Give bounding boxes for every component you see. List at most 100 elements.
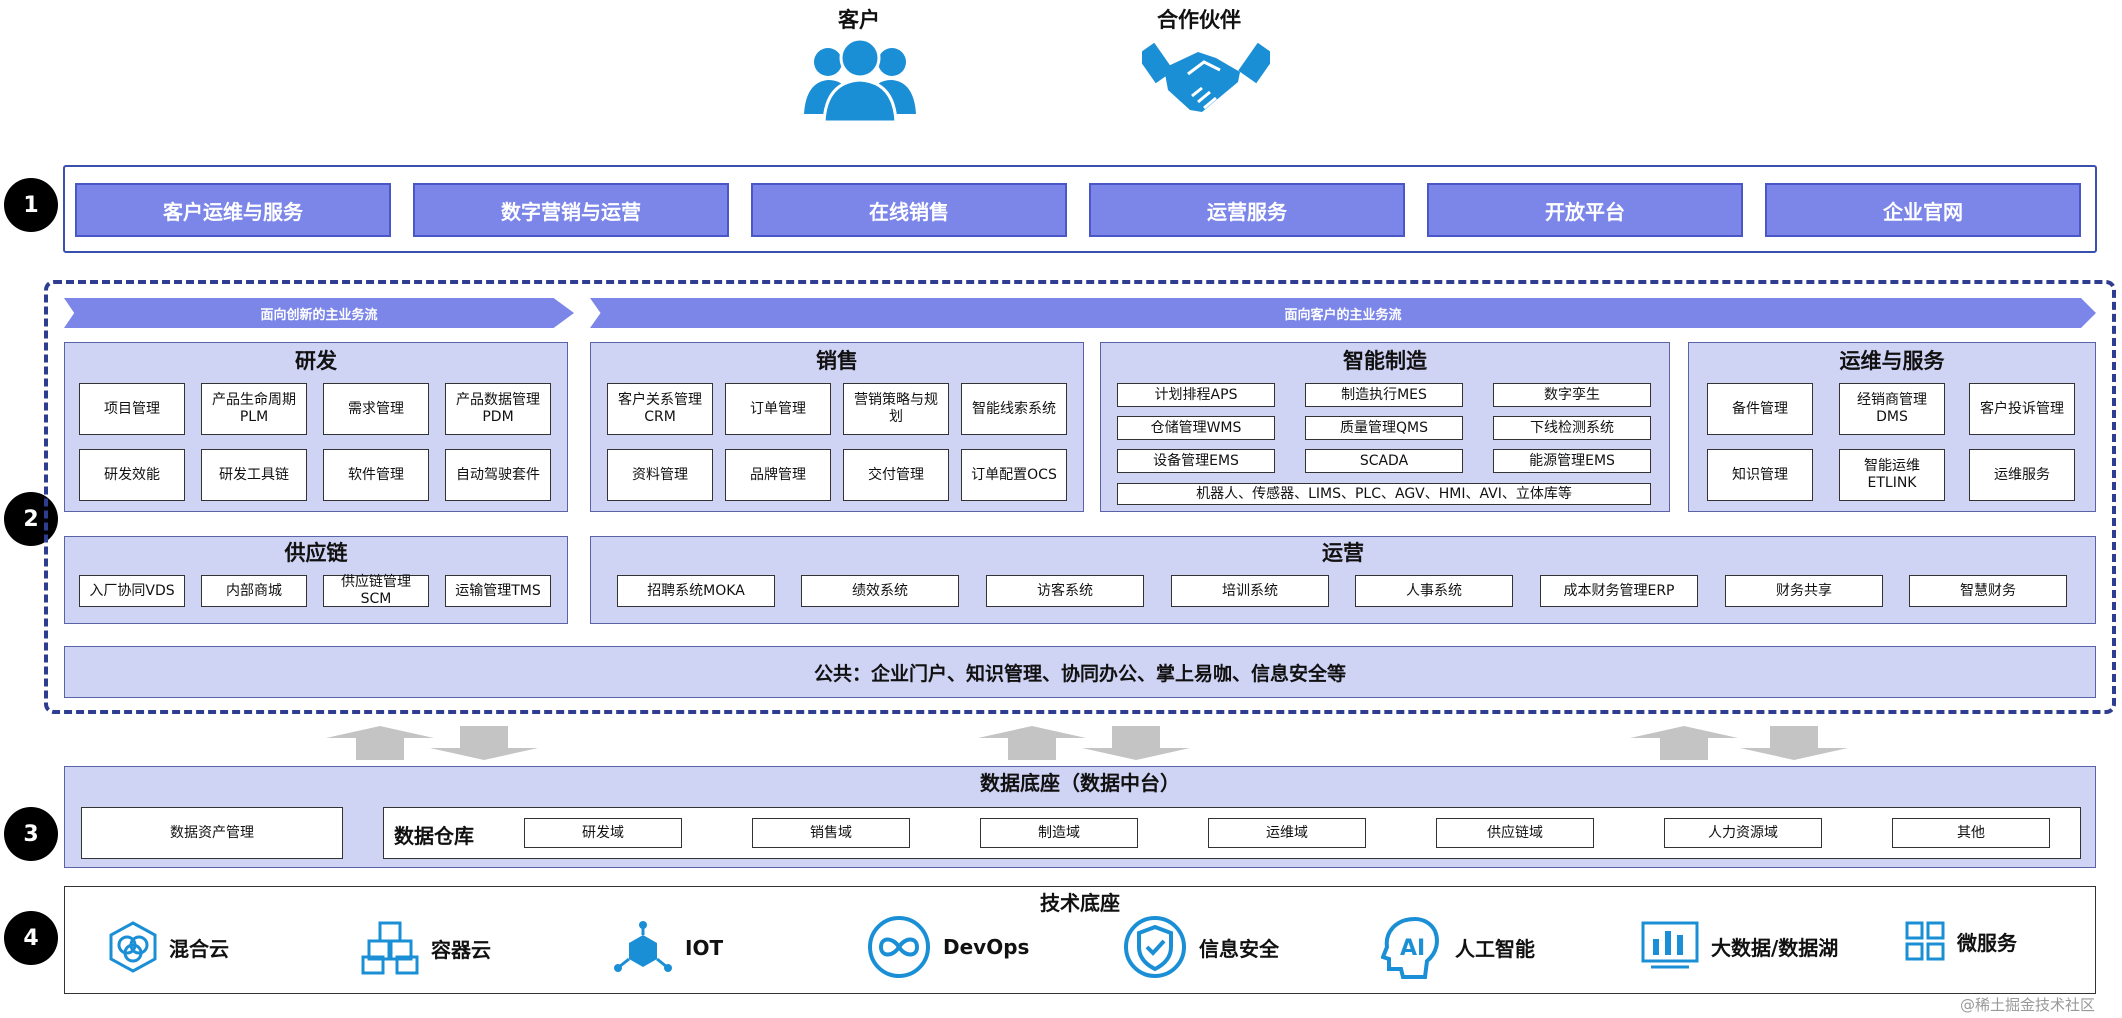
channel-ops-service[interactable]: 客户运维与服务 [75, 183, 391, 237]
down-arrow-icon [1740, 726, 1848, 764]
sales-item[interactable]: 品牌管理 [725, 449, 831, 501]
operations-panel: 运营 招聘系统MOKA 绩效系统 访客系统 培训系统 人事系统 成本财务管理ER… [590, 536, 2096, 624]
tech-label: 人工智能 [1455, 936, 1535, 961]
tech-container-cloud[interactable]: 容器云 [361, 921, 491, 975]
channel-online-sales[interactable]: 在线销售 [751, 183, 1067, 237]
devops-infinity-icon [868, 916, 930, 978]
rd-item[interactable]: 自动驾驶套件 [445, 449, 551, 501]
ai-head-icon: AI [1381, 916, 1439, 979]
rd-item[interactable]: 项目管理 [79, 383, 185, 435]
data-domain-item[interactable]: 运维域 [1208, 818, 1366, 848]
mfg-item[interactable]: 下线检测系统 [1493, 416, 1651, 440]
operations-item[interactable]: 智慧财务 [1909, 575, 2067, 607]
mfg-item[interactable]: 设备管理EMS [1117, 449, 1275, 473]
mfg-item[interactable]: 制造执行MES [1305, 383, 1463, 407]
supply-item[interactable]: 内部商城 [201, 575, 307, 607]
data-domain-item[interactable]: 人力资源域 [1664, 818, 1822, 848]
operations-item[interactable]: 成本财务管理ERP [1540, 575, 1698, 607]
data-warehouse-label: 数据仓库 [394, 824, 474, 848]
sales-item[interactable]: 资料管理 [607, 449, 713, 501]
data-domain-item[interactable]: 研发域 [524, 818, 682, 848]
tech-microservice[interactable]: 微服务 [1905, 921, 2017, 961]
down-arrow-icon [1082, 726, 1190, 764]
innovation-flow-bar: 面向创新的主业务流 [64, 298, 574, 328]
mfg-item[interactable]: 计划排程APS [1117, 383, 1275, 407]
channel-open-platform[interactable]: 开放平台 [1427, 183, 1743, 237]
cloud-icon [109, 921, 157, 973]
rd-title: 研发 [295, 349, 337, 373]
iot-cube-icon [614, 921, 672, 972]
operations-item[interactable]: 绩效系统 [801, 575, 959, 607]
svg-text:AI: AI [1400, 936, 1425, 961]
rd-item[interactable]: 产品数据管理 PDM [445, 383, 551, 435]
mfg-equipment-item[interactable]: 机器人、传感器、LIMS、PLC、AGV、HMI、AVI、立体库等 [1117, 483, 1651, 505]
mfg-item[interactable]: 数字孪生 [1493, 383, 1651, 407]
business-zone [44, 280, 2116, 714]
operations-item[interactable]: 财务共享 [1725, 575, 1883, 607]
supply-panel: 供应链 入厂协同VDS 内部商城 供应链管理 SCM 运输管理TMS [64, 536, 568, 624]
mfg-item[interactable]: 能源管理EMS [1493, 449, 1651, 473]
tech-devops[interactable]: DevOps [867, 915, 1029, 979]
tech-ai[interactable]: AI 人工智能 [1381, 915, 1535, 979]
rd-item[interactable]: 需求管理 [323, 383, 429, 435]
operations-title: 运营 [1322, 541, 1364, 565]
rd-item[interactable]: 产品生命周期 PLM [201, 383, 307, 435]
ops-service-item[interactable]: 备件管理 [1707, 383, 1813, 435]
ops-service-panel: 运维与服务 备件管理 经销商管理 DMS 客户投诉管理 知识管理 智能运维 ET… [1688, 342, 2096, 512]
ops-service-item[interactable]: 运维服务 [1969, 449, 2075, 501]
customer-flow-bar: 面向客户的主业务流 [590, 298, 2096, 328]
ops-service-item[interactable]: 智能运维 ETLINK [1839, 449, 1945, 501]
supply-item[interactable]: 供应链管理 SCM [323, 574, 429, 607]
data-domain-item[interactable]: 其他 [1892, 818, 2050, 848]
rd-item[interactable]: 研发效能 [79, 449, 185, 501]
channel-official-site[interactable]: 企业官网 [1765, 183, 2081, 237]
sales-item[interactable]: 客户关系管理 CRM [607, 383, 713, 435]
customer-icon [800, 34, 920, 128]
partner-label: 合作伙伴 [1157, 8, 1241, 32]
handshake-icon [1136, 38, 1276, 126]
tech-bigdata[interactable]: 大数据/数据湖 [1641, 921, 1838, 971]
sales-item[interactable]: 营销策略与规 划 [843, 383, 949, 435]
ops-service-item[interactable]: 客户投诉管理 [1969, 383, 2075, 435]
step-2-badge: 2 [4, 492, 58, 546]
up-arrow-icon [978, 726, 1086, 764]
supply-item[interactable]: 入厂协同VDS [79, 575, 185, 607]
operations-item[interactable]: 培训系统 [1171, 575, 1329, 607]
mfg-item[interactable]: SCADA [1305, 449, 1463, 473]
channel-digital-marketing[interactable]: 数字营销与运营 [413, 183, 729, 237]
tech-label: 信息安全 [1199, 936, 1279, 961]
channel-bar: 客户运维与服务 数字营销与运营 在线销售 运营服务 开放平台 企业官网 [63, 165, 2097, 253]
channel-operation-service[interactable]: 运营服务 [1089, 183, 1405, 237]
tech-label: DevOps [943, 935, 1030, 959]
sales-item[interactable]: 订单配置OCS [961, 449, 1067, 501]
up-arrow-icon [1630, 726, 1738, 764]
tech-label: 混合云 [169, 936, 229, 961]
rd-item[interactable]: 研发工具链 [201, 449, 307, 501]
data-asset-management[interactable]: 数据资产管理 [81, 807, 343, 859]
rd-item[interactable]: 软件管理 [323, 449, 429, 501]
ops-service-title: 运维与服务 [1839, 349, 1945, 373]
mfg-item[interactable]: 质量管理QMS [1305, 416, 1463, 440]
tech-hybrid-cloud[interactable]: 混合云 [109, 921, 229, 973]
tech-iot[interactable]: IOT [613, 921, 723, 975]
sales-item[interactable]: 交付管理 [843, 449, 949, 501]
data-domain-item[interactable]: 销售域 [752, 818, 910, 848]
mfg-item[interactable]: 仓储管理WMS [1117, 416, 1275, 440]
operations-item[interactable]: 人事系统 [1355, 575, 1513, 607]
step-3-badge: 3 [4, 807, 58, 861]
data-domain-item[interactable]: 制造域 [980, 818, 1138, 848]
data-domain-item[interactable]: 供应链域 [1436, 818, 1594, 848]
operations-item[interactable]: 招聘系统MOKA [617, 575, 775, 607]
ops-service-item[interactable]: 知识管理 [1707, 449, 1813, 501]
ops-service-item[interactable]: 经销商管理 DMS [1839, 383, 1945, 435]
sales-item[interactable]: 订单管理 [725, 383, 831, 435]
tech-platform-title: 技术底座 [1040, 891, 1120, 915]
supply-title: 供应链 [284, 541, 348, 565]
tech-security[interactable]: 信息安全 [1123, 915, 1279, 979]
data-platform-panel: 数据底座（数据中台） 数据资产管理 数据仓库 研发域 销售域 制造域 运维域 供… [64, 766, 2096, 868]
down-arrow-icon [430, 726, 538, 764]
up-arrow-icon [326, 726, 434, 764]
supply-item[interactable]: 运输管理TMS [445, 575, 551, 607]
sales-item[interactable]: 智能线索系统 [961, 383, 1067, 435]
operations-item[interactable]: 访客系统 [986, 575, 1144, 607]
